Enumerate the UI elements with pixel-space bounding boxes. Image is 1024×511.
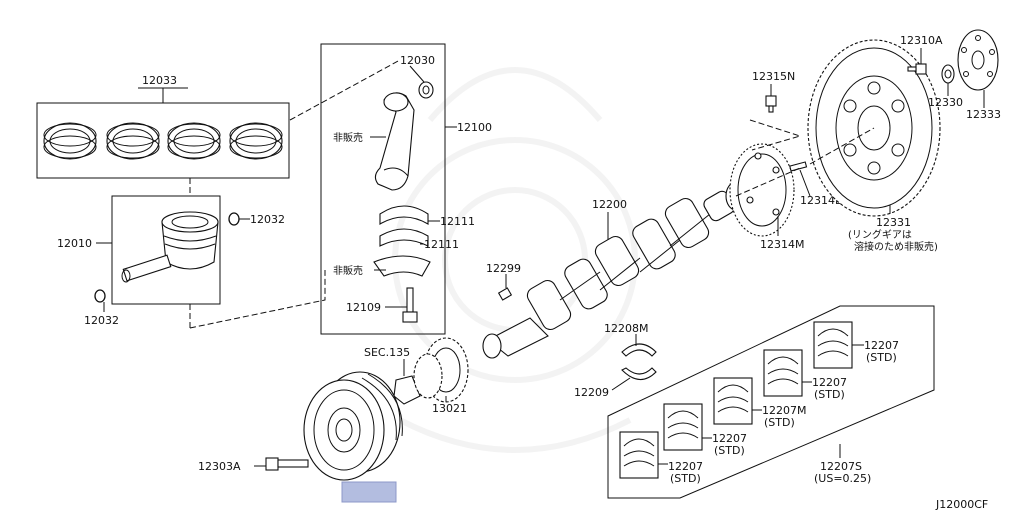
main-bearing-1[interactable] (813, 321, 853, 369)
main-bearing-4[interactable] (663, 403, 703, 451)
thrust-washer-lower[interactable] (621, 367, 657, 381)
label-12032-right[interactable]: 12032 (250, 213, 285, 226)
label-12207-2-std: (STD) (814, 388, 845, 401)
connecting-rod[interactable] (374, 92, 415, 191)
highlight-marker[interactable] (341, 481, 397, 503)
rod-cap[interactable] (373, 255, 431, 277)
main-bearing-5[interactable] (619, 431, 659, 479)
label-12333[interactable]: 12333 (966, 108, 1001, 121)
rod-bearing-lower[interactable] (379, 228, 429, 247)
label-12032-left[interactable]: 12032 (84, 314, 119, 327)
label-12310a[interactable]: 12310A (900, 34, 943, 47)
label-12207s[interactable]: 12207S (820, 460, 862, 473)
label-12207-1-std: (STD) (866, 351, 897, 364)
main-bearing-2[interactable] (763, 349, 803, 397)
label-12315n[interactable]: 12315N (752, 70, 795, 83)
label-12207-1[interactable]: 12207 (864, 339, 899, 352)
crank-sprocket[interactable] (413, 337, 469, 403)
label-12207-2[interactable]: 12207 (812, 376, 847, 389)
label-12208m[interactable]: 12208M (604, 322, 648, 335)
crankshaft[interactable] (482, 181, 747, 359)
crank-spacer[interactable] (393, 375, 421, 405)
label-12111-lower[interactable]: 12111 (424, 238, 459, 251)
flywheel-bolt-small[interactable] (765, 95, 777, 113)
label-cap-not-sold: 非販売 (333, 264, 363, 277)
label-12207-5-std: (STD) (670, 472, 701, 485)
label-12209[interactable]: 12209 (574, 386, 609, 399)
dowel-pin[interactable] (789, 161, 808, 172)
label-12207m-std: (STD) (764, 416, 795, 429)
label-12033[interactable]: 12033 (142, 74, 177, 87)
label-12207-4[interactable]: 12207 (712, 432, 747, 445)
main-bearing-3[interactable] (713, 377, 753, 425)
signal-plate[interactable] (729, 143, 795, 237)
label-12331[interactable]: 12331 (876, 216, 911, 229)
main-bearing-box (607, 305, 935, 499)
label-12207-4-std: (STD) (714, 444, 745, 457)
reinforcement-plate[interactable] (957, 29, 999, 91)
rod-bushing[interactable] (418, 81, 434, 99)
crank-key[interactable] (497, 287, 513, 301)
flywheel-washer[interactable] (941, 64, 955, 84)
label-12030[interactable]: 12030 (400, 54, 435, 67)
label-12207-5[interactable]: 12207 (668, 460, 703, 473)
diagram-code: J12000CF (935, 498, 988, 511)
piston-pin-clip-right[interactable] (228, 212, 240, 226)
label-12299[interactable]: 12299 (486, 262, 521, 275)
rod-bolt[interactable] (402, 287, 418, 323)
piston[interactable] (121, 211, 219, 283)
label-12207m[interactable]: 12207M (762, 404, 806, 417)
label-12109[interactable]: 12109 (346, 301, 381, 314)
pulley-bolt[interactable] (265, 457, 309, 471)
label-12331-note-line1: (リングギアは (848, 228, 912, 241)
label-rod-not-sold: 非販売 (333, 131, 363, 144)
label-12010[interactable]: 12010 (57, 237, 92, 250)
piston-ring-set[interactable] (36, 102, 290, 179)
label-12331-note-line2: 溶接のため非販売) (854, 240, 938, 253)
thrust-washer-upper[interactable] (621, 343, 657, 357)
label-12314e[interactable]: 12314E (800, 194, 842, 207)
label-sec135[interactable]: SEC.135 (364, 346, 410, 359)
rod-bearing-upper[interactable] (379, 205, 429, 225)
label-12303a[interactable]: 12303A (198, 460, 241, 473)
piston-pin-clip-left[interactable] (94, 289, 106, 303)
label-12207s-us: (US=0.25) (814, 472, 871, 485)
label-12330[interactable]: 12330 (928, 96, 963, 109)
crank-pulley[interactable] (303, 371, 403, 481)
label-12200[interactable]: 12200 (592, 198, 627, 211)
label-13021[interactable]: 13021 (432, 402, 467, 415)
label-12111-upper[interactable]: 12111 (440, 215, 475, 228)
label-12100[interactable]: 12100 (457, 121, 492, 134)
label-12314m[interactable]: 12314M (760, 238, 804, 251)
